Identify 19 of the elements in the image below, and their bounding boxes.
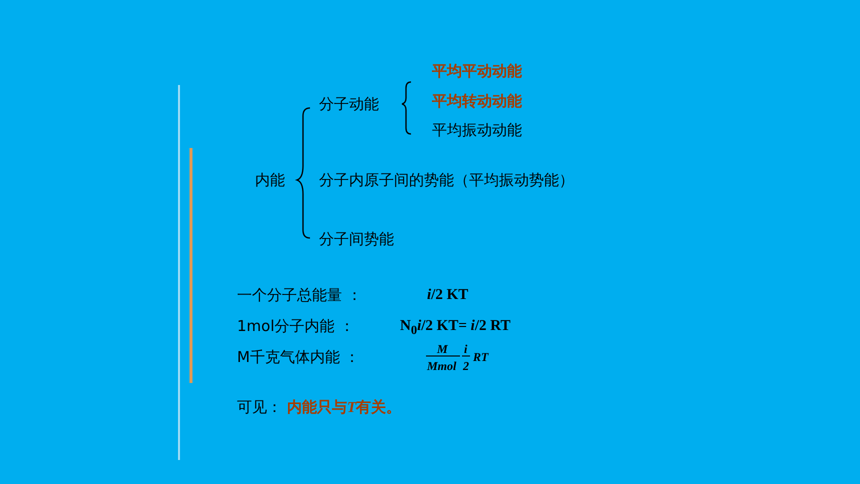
formula-symbol: M — [437, 341, 448, 358]
text-label: 平均振动动能 — [432, 121, 522, 139]
conclusion-text: 内能只与T有关。 — [287, 398, 402, 417]
text-label: 一个分子总能量 ： — [237, 286, 362, 304]
formula-symbol: Mmol — [427, 358, 456, 375]
formula-symbol: i — [464, 341, 468, 358]
text-label: 可见： — [237, 398, 282, 416]
text-label: 分子内原子间的势能（平均振动势能） — [319, 171, 574, 189]
text-label: M千克气体内能 ： — [237, 348, 360, 366]
formula: i/2 KT — [427, 286, 468, 304]
formula-symbol: RT — [473, 349, 488, 366]
formula: N$_{0}$i/2 KT= i/2 RT — [400, 317, 511, 339]
text-label: 1mol分子内能 ： — [237, 317, 354, 335]
text-label: 平均平动动能 — [432, 62, 522, 80]
text-label: 分子间势能 — [319, 230, 394, 248]
text-label: 分子动能 — [319, 95, 379, 113]
formula-symbol: 2 — [463, 358, 469, 375]
text-label: 平均转动动能 — [432, 92, 522, 110]
text-label: 内能 — [255, 171, 285, 189]
